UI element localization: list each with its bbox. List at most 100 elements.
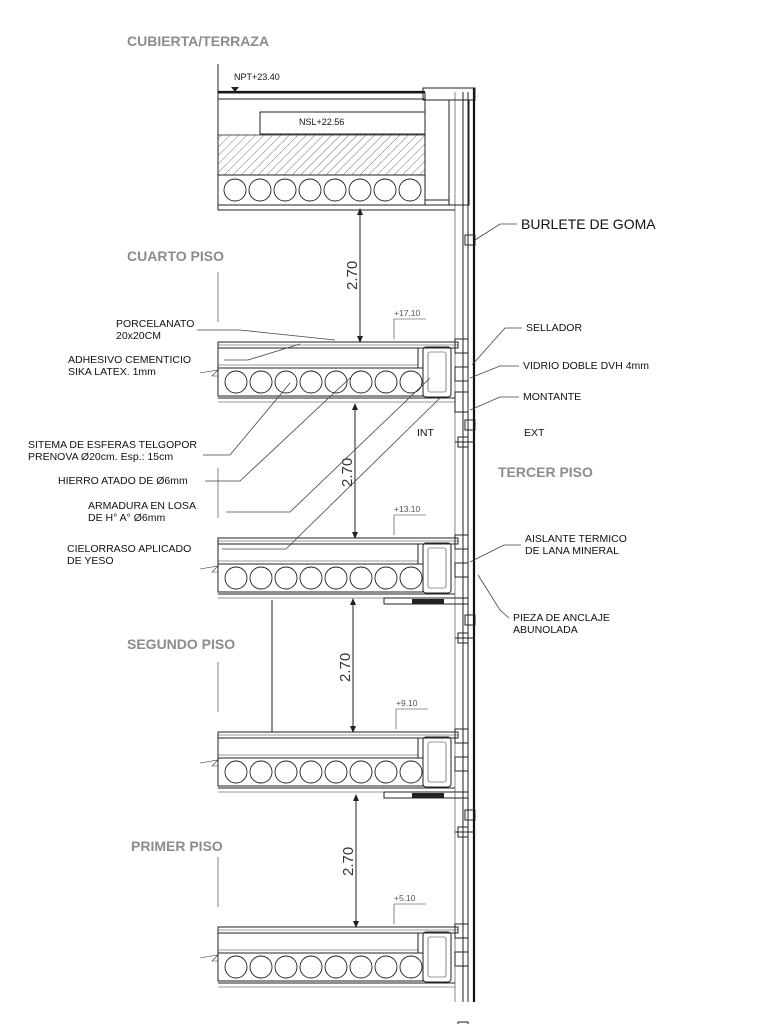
label-montante-text: MONTANTE: [523, 391, 581, 403]
dimension-label-1: 2.70: [340, 847, 357, 876]
burlete-joint: [457, 1021, 469, 1024]
label-aislante-line2: DE LANA MINERAL: [525, 545, 619, 557]
dimension-3: 2.70: [339, 403, 358, 539]
anchor-piece: [454, 923, 469, 939]
sphere-icon: [324, 760, 348, 784]
sphere-icon: [249, 955, 273, 979]
label-adhesivo-line2: SIKA LATEX. 1mm: [68, 366, 156, 378]
sphere-icon: [324, 566, 348, 590]
label-cielorraso-line2: DE YESO: [67, 555, 114, 567]
anchor-piece: [454, 728, 469, 744]
edge-beam: [422, 542, 452, 594]
label-armadura: ARMADURA EN LOSA DE H° A° Ø6mm: [88, 377, 431, 524]
edge-beam-inner: [427, 351, 447, 393]
gasket-icon: [464, 614, 476, 626]
level-marker-2: +9.10: [396, 698, 418, 708]
title-roof: CUBIERTA/TERRAZA: [127, 33, 269, 49]
sphere-icon: [348, 178, 372, 202]
sphere-zone: [217, 563, 424, 593]
level-npt-roof-text: NPT+23.40: [234, 72, 280, 82]
sphere-icon: [298, 178, 322, 202]
sphere-icon: [324, 370, 348, 394]
level-marker-4: +17.10: [394, 308, 421, 318]
title-second-floor: SEGUNDO PISO: [127, 636, 235, 652]
edge-beam-inner: [427, 936, 447, 978]
title-third-floor: TERCER PISO: [498, 464, 593, 480]
level-marker-1: +5.10: [394, 893, 416, 903]
label-esferas-line1: SITEMA DE ESFERAS TELGOPOR: [28, 439, 197, 451]
sphere-icon: [374, 370, 398, 394]
break-mark: [199, 759, 219, 767]
sphere-icon: [374, 955, 398, 979]
sphere-icon: [224, 955, 248, 979]
sphere-icon: [323, 178, 347, 202]
label-ext: EXT: [524, 427, 545, 439]
sphere-icon: [374, 566, 398, 590]
title-fourth-floor: CUARTO PISO: [127, 248, 224, 264]
sphere-icon: [398, 178, 422, 202]
label-burlete-text: BURLETE DE GOMA: [521, 216, 656, 232]
burlete-joint: [457, 826, 469, 838]
sphere-zone: [217, 757, 424, 787]
facade-mullion: [422, 87, 476, 1002]
sphere-icon: [274, 370, 298, 394]
floor-slab-1: [199, 857, 469, 1024]
label-porcelanato-line1: PORCELANATO: [116, 318, 194, 330]
label-montante: MONTANTE: [469, 391, 581, 411]
label-aislante: AISLANTE TERMICO DE LANA MINERAL: [469, 533, 627, 563]
level-nsl-roof: NSL+22.56: [299, 117, 344, 127]
gasket-icon: [464, 809, 476, 821]
level-marker-3: +13.10: [394, 504, 421, 514]
sphere-icon: [224, 760, 248, 784]
label-vidrio: VIDRIO DOBLE DVH 4mm: [469, 360, 649, 379]
burlete-joint: [457, 436, 469, 448]
sphere-icon: [249, 760, 273, 784]
anchor-bracket-fill: [412, 793, 444, 798]
dimension-label-4: 2.70: [344, 261, 361, 290]
sphere-icon: [248, 178, 272, 202]
roof-slab: [217, 64, 455, 211]
sphere-icon: [274, 760, 298, 784]
label-porcelanato-line2: 20x20CM: [116, 330, 161, 342]
sphere-icon: [274, 955, 298, 979]
label-sellador: SELLADOR: [471, 322, 582, 366]
anchor-piece: [454, 951, 469, 967]
sphere-icon: [374, 760, 398, 784]
sphere-zone: [217, 952, 424, 982]
label-burlete: BURLETE DE GOMA: [474, 216, 656, 241]
label-hierro: HIERRO ATADO DE Ø6mm: [58, 377, 351, 487]
break-mark: [199, 565, 219, 573]
sphere-icon: [274, 566, 298, 590]
dimension-4: 2.70: [344, 208, 363, 343]
dimension-1: 2.70: [340, 794, 359, 928]
anchor-piece: [454, 534, 469, 550]
sphere-icon: [373, 178, 397, 202]
label-vidrio-text: VIDRIO DOBLE DVH 4mm: [523, 360, 649, 372]
edge-beam-inner: [427, 547, 447, 589]
sphere-icon: [299, 955, 323, 979]
floor-slabs: [199, 234, 476, 1024]
label-int: INT: [417, 427, 435, 439]
sphere-zone: [217, 367, 424, 397]
sphere-icon: [399, 955, 423, 979]
sphere-icon: [249, 370, 273, 394]
label-pieza-anclaje: PIEZA DE ANCLAJE ABUNOLADA: [477, 574, 610, 636]
label-sellador-text: SELLADOR: [526, 322, 582, 334]
edge-beam: [422, 736, 452, 788]
edge-beam: [422, 931, 452, 983]
label-armadura-line1: ARMADURA EN LOSA: [88, 500, 196, 512]
sphere-icon: [299, 370, 323, 394]
sphere-icon: [349, 370, 373, 394]
burlete-joint: [457, 632, 469, 644]
sphere-icon: [299, 566, 323, 590]
label-aislante-line1: AISLANTE TERMICO: [525, 533, 627, 545]
label-esferas: SITEMA DE ESFERAS TELGOPOR PRENOVA Ø20cm…: [28, 382, 291, 463]
dimension-2: 2.70: [337, 598, 356, 733]
gasket-icon: [464, 419, 476, 431]
sphere-icon: [224, 370, 248, 394]
sphere-icon: [349, 566, 373, 590]
label-porcelanato: PORCELANATO 20x20CM: [116, 318, 336, 342]
floor-slab-4: [199, 272, 475, 448]
break-mark: [199, 954, 219, 962]
roof-sphere-row: [223, 178, 422, 202]
